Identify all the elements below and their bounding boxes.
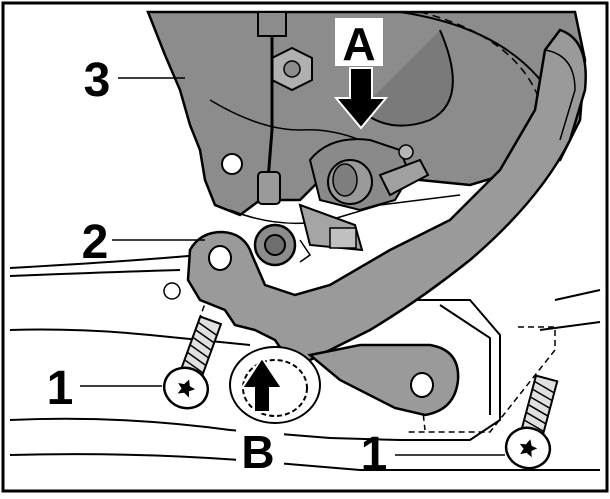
label-b-bg xyxy=(236,425,284,473)
pivot-boss xyxy=(332,163,358,197)
sensor-mount-bolt xyxy=(264,234,286,256)
label-housing: 3 xyxy=(84,54,111,107)
label-a-bg xyxy=(335,18,383,66)
lever-arm xyxy=(378,158,430,197)
bolt-threads xyxy=(523,380,555,433)
plate-hole xyxy=(163,282,181,300)
arrow-down-icon xyxy=(333,67,389,130)
torx-recess xyxy=(519,439,538,458)
label-bolt-right: 1 xyxy=(361,428,388,481)
label-bolt-left: 1 xyxy=(47,362,74,415)
sensor-plug xyxy=(257,11,287,37)
bracket-body xyxy=(186,28,587,364)
leader-lines xyxy=(80,77,505,456)
label-bracket: 2 xyxy=(82,216,109,269)
lever-pin xyxy=(398,144,414,160)
bracket-flange xyxy=(544,49,576,141)
sensor-tab xyxy=(299,239,312,263)
label-view-b: B xyxy=(241,426,274,478)
mounting-bracket xyxy=(186,28,587,417)
bolt-threads xyxy=(184,321,218,374)
torx-bolt-icon xyxy=(162,315,223,410)
label-view-a: A xyxy=(342,18,375,70)
housing-lower-edge xyxy=(229,194,461,225)
housing-hole xyxy=(221,153,243,175)
arrow-up-icon xyxy=(240,356,284,413)
sensor-cable xyxy=(266,36,274,181)
housing-edge xyxy=(209,99,361,141)
torx-recess xyxy=(177,379,196,398)
arm-hole xyxy=(410,372,434,398)
nut-center xyxy=(283,60,301,78)
sensor-head xyxy=(257,171,281,205)
link-clip xyxy=(329,227,357,249)
torx-bolt-icon xyxy=(504,374,559,470)
bracket-hole xyxy=(208,245,232,271)
